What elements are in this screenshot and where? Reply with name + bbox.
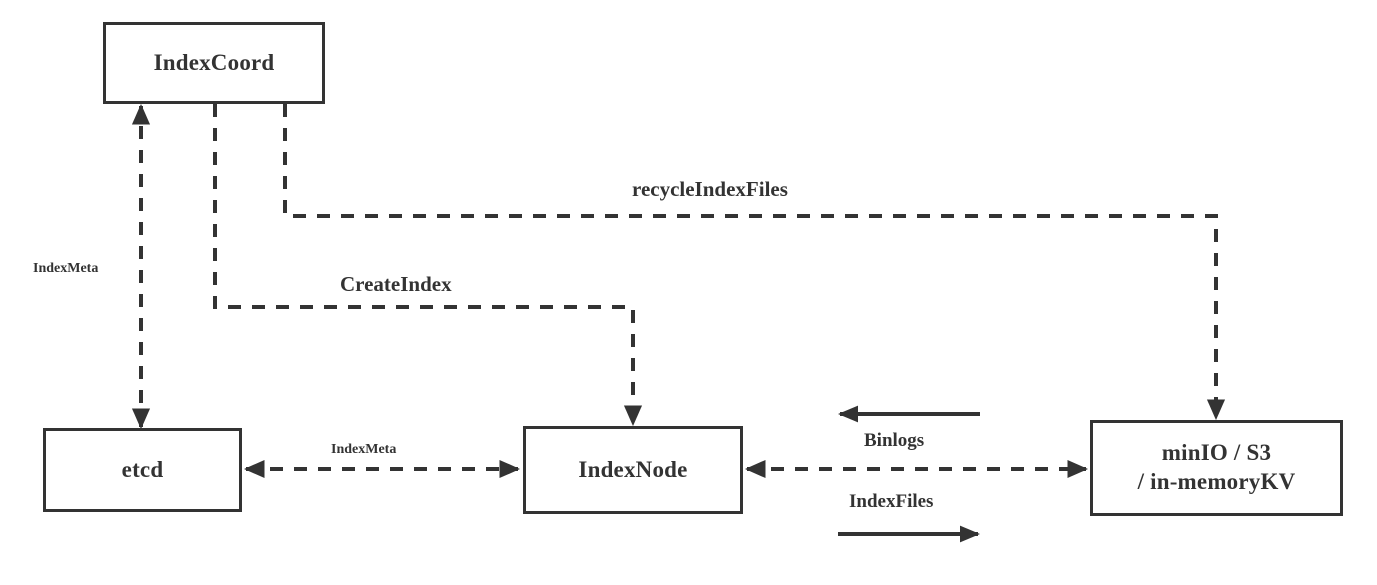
edge-label-binlogs: Binlogs bbox=[864, 430, 924, 452]
edge-label-index-files-text: IndexFiles bbox=[849, 491, 934, 512]
node-etcd[interactable]: etcd bbox=[43, 428, 242, 512]
node-minio-label: minIO / S3 / in-memoryKV bbox=[1137, 440, 1296, 494]
node-index-coord-label: IndexCoord bbox=[153, 49, 275, 75]
edge-label-index-meta-center: IndexMeta bbox=[331, 442, 396, 458]
edge-label-recycle-index-files: recycleIndexFiles bbox=[632, 177, 788, 202]
node-index-node[interactable]: IndexNode bbox=[523, 426, 743, 514]
edge-label-recycle-index-files-text: recycleIndexFiles bbox=[632, 177, 788, 201]
edge-label-create-index-text: CreateIndex bbox=[340, 272, 452, 296]
connector-index-coord-index-node bbox=[213, 104, 643, 427]
node-minio[interactable]: minIO / S3 / in-memoryKV bbox=[1090, 420, 1343, 516]
edge-label-index-meta-left: IndexMeta bbox=[33, 261, 98, 277]
node-etcd-label: etcd bbox=[121, 456, 164, 482]
edge-label-index-files: IndexFiles bbox=[849, 491, 933, 513]
edge-label-index-meta-center-text: IndexMeta bbox=[331, 442, 397, 457]
node-index-coord[interactable]: IndexCoord bbox=[103, 22, 325, 104]
node-index-node-label: IndexNode bbox=[578, 456, 688, 482]
connector-index-coord-minio bbox=[283, 104, 1226, 421]
edge-label-index-meta-left-text: IndexMeta bbox=[33, 261, 99, 276]
edge-label-create-index: CreateIndex bbox=[340, 272, 452, 297]
edge-label-binlogs-text: Binlogs bbox=[864, 430, 925, 451]
